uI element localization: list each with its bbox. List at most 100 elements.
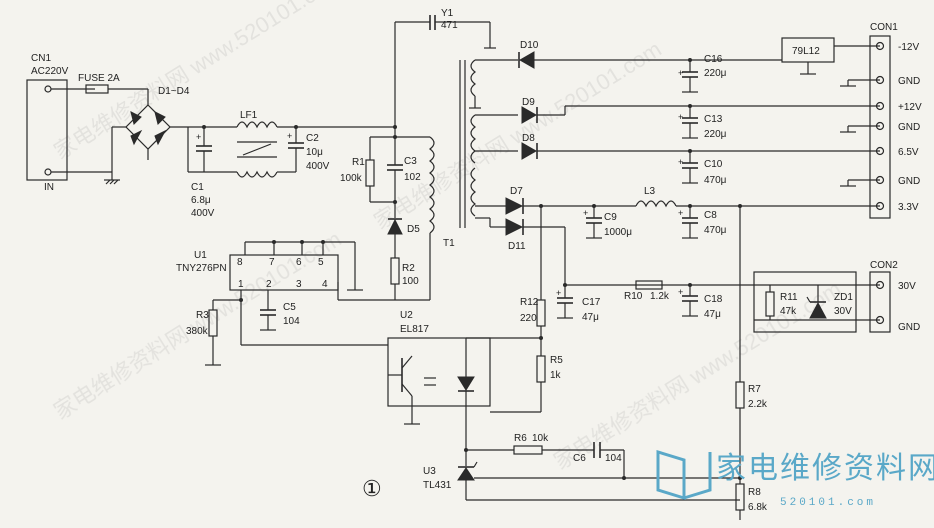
svg-text:R1: R1 [352, 157, 365, 168]
svg-text:30V: 30V [898, 281, 916, 292]
svg-text:FUSE 2A: FUSE 2A [78, 73, 120, 84]
u3-reference: U3 TL431 [423, 440, 740, 501]
svg-text:220: 220 [520, 313, 537, 324]
svg-text:R6: R6 [514, 433, 527, 444]
svg-text:D8: D8 [522, 133, 535, 144]
svg-text:R8: R8 [748, 487, 761, 498]
fuse: FUSE 2A [78, 73, 148, 94]
svg-text:TL431: TL431 [423, 480, 452, 491]
svg-text:100: 100 [402, 276, 419, 287]
svg-text:470μ: 470μ [704, 225, 727, 236]
figure-number: ① [362, 477, 382, 502]
svg-text:Y1: Y1 [441, 8, 454, 19]
svg-text:C16: C16 [704, 54, 723, 65]
t1-transformer: T1 [395, 59, 481, 301]
svg-text:C8: C8 [704, 210, 717, 221]
svg-text:GND: GND [898, 122, 920, 133]
svg-text:10μ: 10μ [306, 147, 323, 158]
svg-text:GND: GND [898, 176, 920, 187]
con2-connector: CON2 30V GND [869, 260, 920, 333]
svg-text:R2: R2 [402, 263, 415, 274]
cn1-label: AC220V [31, 66, 69, 77]
svg-text:8: 8 [237, 257, 243, 268]
svg-text:47μ: 47μ [704, 309, 721, 320]
svg-text:CON2: CON2 [870, 260, 898, 271]
svg-text:D7: D7 [510, 186, 523, 197]
svg-text:3.3V: 3.3V [898, 202, 919, 213]
snubber: R1 100k C3 102 D5 R2 100 [340, 125, 430, 300]
svg-text:+: + [678, 157, 683, 167]
lf1-choke: LF1 [236, 110, 395, 178]
cn1-port: IN [44, 182, 54, 193]
svg-text:TNY276PN: TNY276PN [176, 263, 227, 274]
svg-text:R7: R7 [748, 384, 761, 395]
rail-plus12: + D9 C13 220μ [475, 97, 880, 140]
svg-text:U2: U2 [400, 310, 413, 321]
svg-text:+: + [583, 208, 588, 218]
cn1-connector: CN1 AC220V IN [26, 53, 112, 193]
svg-text:400V: 400V [191, 208, 215, 219]
rail-6v5: + D8 C10 470μ [475, 133, 880, 186]
svg-text:-12V: -12V [898, 42, 919, 53]
svg-text:100k: 100k [340, 173, 363, 184]
svg-text:2.2k: 2.2k [748, 399, 768, 410]
svg-text:D10: D10 [520, 40, 539, 51]
svg-text:+: + [678, 68, 683, 78]
svg-text:C9: C9 [604, 212, 617, 223]
svg-text:D11: D11 [508, 241, 526, 252]
cn1-name: CN1 [31, 53, 51, 64]
svg-text:4: 4 [322, 279, 328, 290]
feedback-resistors: R12 220 R5 1k [466, 206, 563, 413]
svg-text:C18: C18 [704, 294, 723, 305]
rail-3v3: + + D7 D11 C9 1000μ L3 C8 470μ [475, 186, 880, 285]
svg-text:1k: 1k [550, 370, 562, 381]
svg-text:+: + [678, 112, 683, 122]
svg-text:47μ: 47μ [582, 312, 599, 323]
svg-text:C10: C10 [704, 159, 723, 170]
u1-controller: 8 7 6 5 1 2 3 4 U1 TNY276PN C5 104 R3 [176, 240, 395, 366]
rail-30v: + C17 47μ R10 1.2k + C18 47μ R11 47k ZD1… [556, 271, 880, 333]
svg-text:5: 5 [318, 257, 324, 268]
svg-text:T1: T1 [443, 238, 455, 249]
svg-text:D5: D5 [407, 224, 420, 235]
svg-text:C1: C1 [191, 182, 204, 193]
svg-text:R11: R11 [780, 292, 798, 303]
svg-text:D1~D4: D1~D4 [158, 86, 190, 97]
svg-text:L3: L3 [644, 186, 656, 197]
rail-minus12: + D10 C16 220μ 79L12 [475, 37, 880, 93]
svg-text:R12: R12 [520, 297, 539, 308]
svg-text:6.5V: 6.5V [898, 147, 919, 158]
bridge-rectifier: D1~D4 [104, 86, 190, 185]
svg-text:CON1: CON1 [870, 22, 898, 33]
svg-text:1.2k: 1.2k [650, 291, 670, 302]
svg-text:C17: C17 [582, 297, 601, 308]
divider: R7 2.2k R8 6.8k [735, 206, 768, 520]
site-logo: 家电维修资料网 520101.com [656, 449, 934, 509]
svg-text:220μ: 220μ [704, 68, 727, 79]
svg-text:D9: D9 [522, 97, 535, 108]
svg-text:家电维修资料网: 家电维修资料网 [716, 451, 934, 486]
svg-text:7: 7 [269, 257, 275, 268]
svg-text:470μ: 470μ [704, 175, 727, 186]
svg-text:6.8μ: 6.8μ [191, 195, 211, 206]
svg-text:+: + [678, 208, 683, 218]
u2-optocoupler: U2 EL817 [387, 310, 491, 440]
svg-text:C13: C13 [704, 114, 723, 125]
svg-text:U3: U3 [423, 466, 436, 477]
svg-text:47k: 47k [780, 306, 797, 317]
svg-text:C2: C2 [306, 133, 319, 144]
svg-text:102: 102 [404, 172, 421, 183]
svg-text:+12V: +12V [898, 102, 922, 113]
svg-text:3: 3 [296, 279, 302, 290]
c1-capacitor: + C1 6.8μ 400V [187, 125, 237, 219]
svg-text:104: 104 [283, 316, 300, 327]
svg-text:C5: C5 [283, 302, 296, 313]
svg-text:+: + [556, 288, 561, 298]
svg-text:ZD1: ZD1 [834, 292, 853, 303]
svg-text:400V: 400V [306, 161, 330, 172]
gnd-returns [840, 79, 880, 187]
svg-text:U1: U1 [194, 250, 207, 261]
svg-text:2: 2 [266, 279, 272, 290]
svg-text:220μ: 220μ [704, 129, 727, 140]
